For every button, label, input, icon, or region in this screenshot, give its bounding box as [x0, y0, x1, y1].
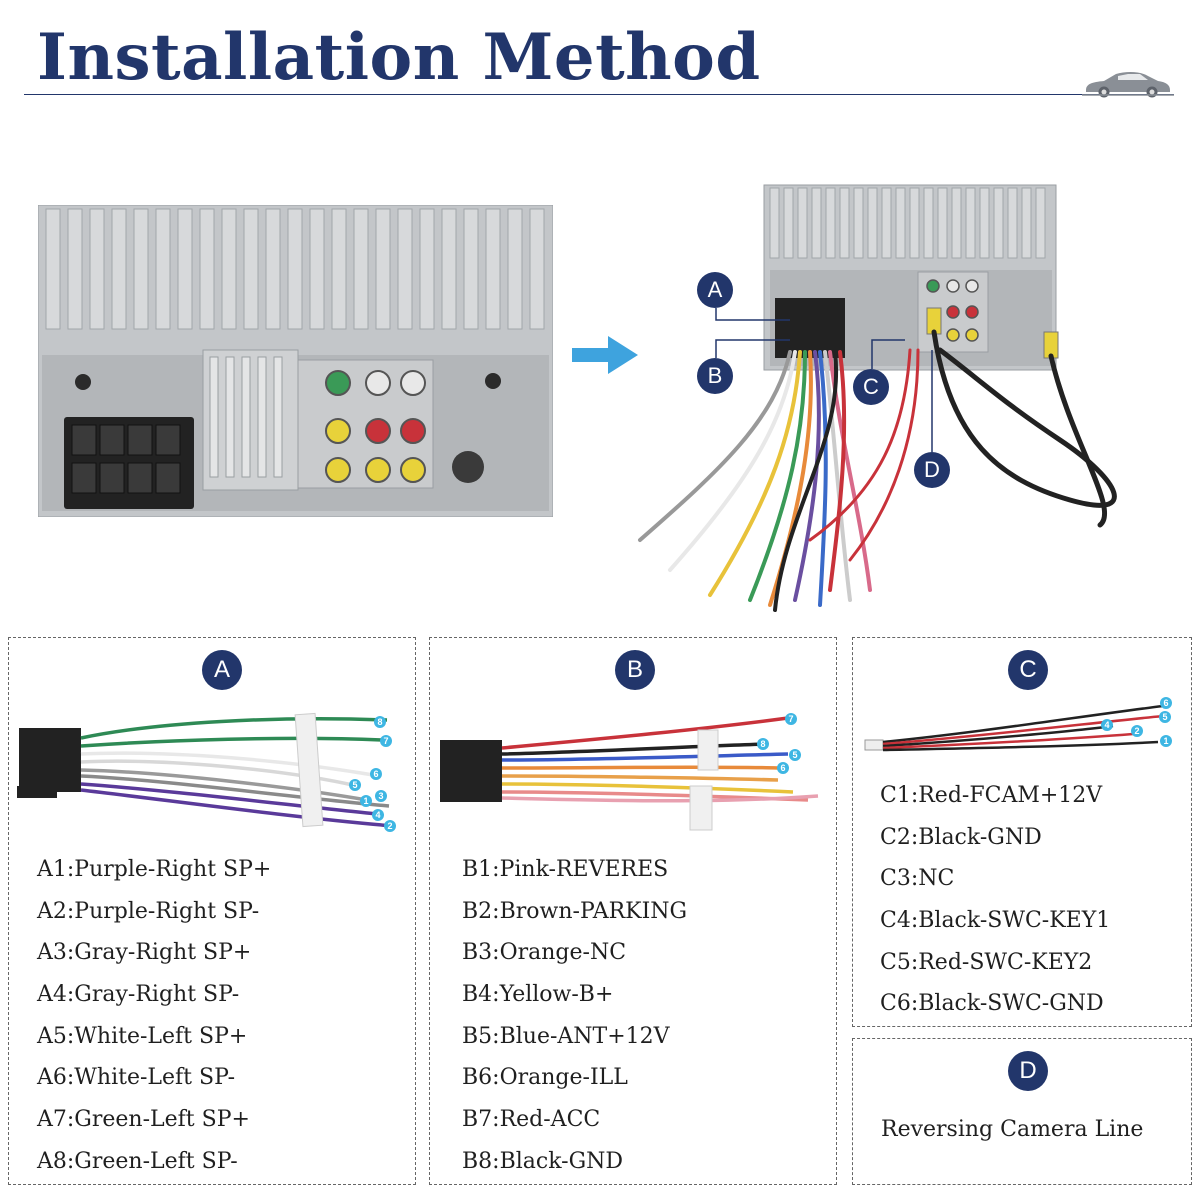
pin-a6: A6:White-Left SP- — [37, 1065, 236, 1091]
pin-a5: A5:White-Left SP+ — [37, 1023, 248, 1049]
panel-c: C C1:Red-FCAM+12V C2:Black-GND C3:NC C4:… — [852, 637, 1192, 1027]
wire-number-marker: 3 — [375, 790, 387, 802]
panel-a-pin-list: A1:Purple-Right SP+ A2:Purple-Right SP- … — [37, 849, 271, 1183]
panel-a-badge: A — [202, 650, 242, 690]
pin-a2: A2:Purple-Right SP- — [37, 898, 260, 924]
wire-number-marker: 4 — [372, 809, 384, 821]
pin-a3: A3:Gray-Right SP+ — [37, 940, 252, 966]
pin-c6: C6:Black-SWC-GND — [880, 991, 1104, 1017]
wire-number-marker: 5 — [1159, 711, 1171, 723]
panel-b-badge: B — [615, 650, 655, 690]
pin-a4: A4:Gray-Right SP- — [37, 982, 240, 1008]
car-icon — [1082, 71, 1174, 98]
pin-b6: B6:Orange-ILL — [462, 1065, 628, 1091]
head-unit-with-harness — [638, 184, 1117, 612]
pin-c1: C1:Red-FCAM+12V — [880, 783, 1103, 808]
pin-a7: A7:Green-Left SP+ — [37, 1107, 250, 1133]
pin-a8: A8:Green-Left SP- — [37, 1148, 238, 1174]
callout-a: A — [697, 272, 733, 308]
pin-c3: C3:NC — [880, 866, 955, 892]
arrow-right-icon — [572, 336, 638, 374]
pin-c4: C4:Black-SWC-KEY1 — [880, 908, 1111, 934]
wire-number-marker: 1 — [360, 795, 372, 807]
wire-number-marker: 4 — [1101, 719, 1113, 731]
callout-b: B — [697, 358, 733, 394]
callout-d: D — [914, 452, 950, 488]
pin-b4: B4:Yellow-B+ — [462, 982, 614, 1008]
wire-number-marker: 1 — [1160, 735, 1172, 747]
page-title: Installation Method — [37, 20, 761, 95]
head-unit-rear-view — [38, 205, 553, 517]
panel-d-badge: D — [1008, 1051, 1048, 1091]
pin-b1: B1:Pink-REVERES — [462, 857, 669, 882]
panel-a: A A1:Purple-Right SP+ A2:Purple-Right SP… — [8, 637, 416, 1185]
pin-c2: C2:Black-GND — [880, 824, 1042, 850]
pin-a1: A1:Purple-Right SP+ — [37, 857, 272, 882]
wire-number-marker: 5 — [349, 779, 361, 791]
callout-c: C — [853, 369, 889, 405]
panel-b-pin-list: B1:Pink-REVERES B2:Brown-PARKING B3:Oran… — [462, 849, 687, 1183]
pin-b7: B7:Red-ACC — [462, 1107, 601, 1133]
wire-number-marker: 6 — [1160, 697, 1172, 709]
pin-b5: B5:Blue-ANT+12V — [462, 1023, 670, 1049]
reversing-camera-label: Reversing Camera Line — [881, 1117, 1144, 1142]
panel-c-pin-list: C1:Red-FCAM+12V C2:Black-GND C3:NC C4:Bl… — [880, 775, 1110, 1025]
wire-number-marker: 8 — [757, 738, 769, 750]
wire-number-marker: 7 — [785, 713, 797, 725]
wire-number-marker: 6 — [777, 762, 789, 774]
wire-number-marker: 7 — [380, 735, 392, 747]
connector-b-harness — [440, 716, 819, 831]
wire-number-marker: 2 — [1131, 725, 1143, 737]
panel-b: B B1:Pink-REVERES B2:Brown-PARKING B3:Or… — [429, 637, 837, 1185]
pin-c5: C5:Red-SWC-KEY2 — [880, 949, 1093, 975]
wire-number-marker: 8 — [374, 716, 386, 728]
connector-c-harness — [864, 704, 1164, 752]
pin-b8: B8:Black-GND — [462, 1148, 624, 1174]
title-divider — [24, 94, 1174, 95]
panel-c-badge: C — [1008, 650, 1048, 690]
panel-d: D Reversing Camera Line — [852, 1038, 1192, 1185]
wire-number-marker: 2 — [384, 820, 396, 832]
wire-number-marker: 6 — [370, 768, 382, 780]
callout-leader-lines — [715, 308, 933, 452]
wire-number-marker: 5 — [789, 749, 801, 761]
connector-a-harness — [17, 712, 394, 828]
pin-b2: B2:Brown-PARKING — [462, 898, 688, 924]
pin-b3: B3:Orange-NC — [462, 940, 627, 966]
